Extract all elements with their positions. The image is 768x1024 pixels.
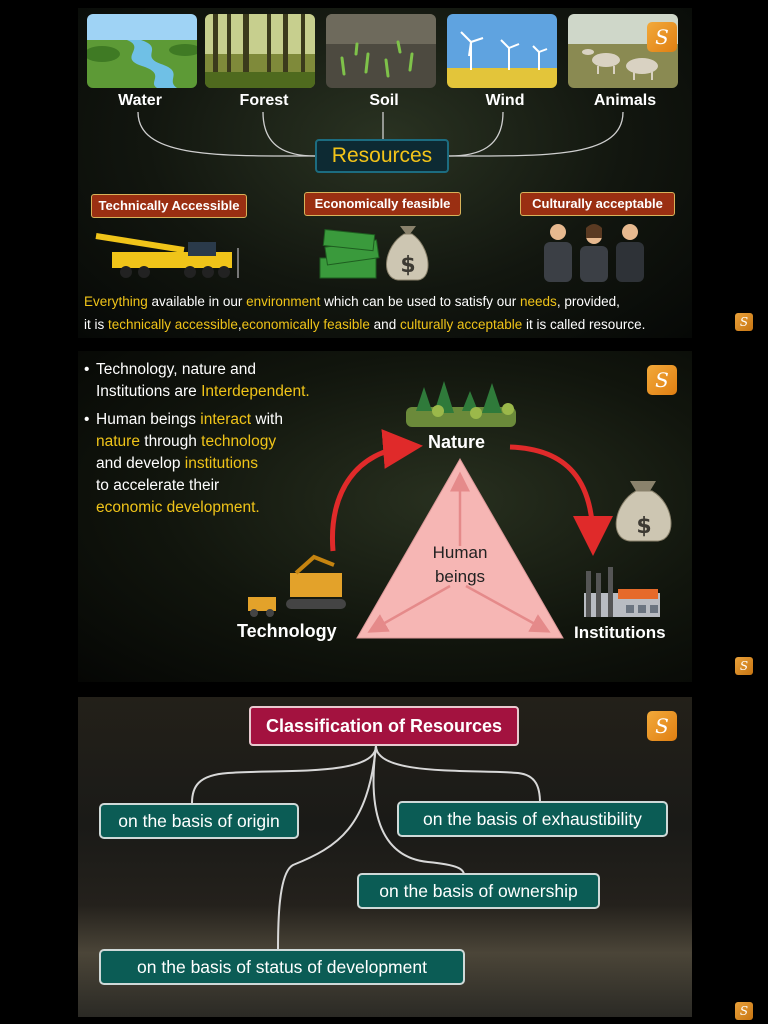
resource-label-soil: Soil <box>369 92 399 109</box>
criteria-culturally-acceptable: Culturally acceptable <box>520 192 675 216</box>
resource-definition: Everything available in our environment … <box>84 294 646 332</box>
people-icon <box>544 224 644 282</box>
basis-ownership: on the basis of ownership <box>357 873 600 909</box>
classification-connectors <box>191 745 541 952</box>
resources-box: Resources <box>315 139 449 173</box>
resource-label-wind: Wind <box>485 92 525 109</box>
resources-slide: S Water Forest Soil Wind Animals Resourc… <box>78 8 692 338</box>
money-bag-icon: $ <box>615 481 672 542</box>
arrow-technology-to-nature <box>329 429 423 552</box>
svg-text:$: $ <box>400 253 415 278</box>
trees-icon <box>406 381 516 427</box>
bullet-item: • Human beings interact with nature thro… <box>84 411 283 516</box>
logo-icon: S <box>735 1002 753 1020</box>
logo-icon: S <box>735 657 753 675</box>
logo-icon: S <box>735 313 753 331</box>
forest-photo <box>205 14 315 88</box>
cash-bag-icon: $ <box>319 226 429 281</box>
classification-slide: Classification of Resources S on the bas… <box>78 697 692 1017</box>
logo-icon: S <box>647 711 677 741</box>
classification-title: Classification of Resources <box>249 706 519 746</box>
criteria-economically-feasible: Economically feasible <box>304 192 461 216</box>
basis-status-of-development: on the basis of status of development <box>99 949 465 985</box>
logo-icon: S <box>647 22 677 52</box>
basis-exhaustibility: on the basis of exhaustibility <box>397 801 668 837</box>
arrow-nature-to-institutions <box>509 444 613 556</box>
logo-icon: S <box>647 365 677 395</box>
human-beings-triangle <box>356 457 564 639</box>
technology-label: Technology <box>237 621 337 641</box>
excavator-icon <box>248 554 346 617</box>
interdependence-diagram: $ <box>248 381 672 639</box>
basis-origin: on the basis of origin <box>99 803 299 839</box>
factory-icon <box>584 567 660 617</box>
resource-label-water: Water <box>118 92 162 109</box>
institutions-label: Institutions <box>574 623 666 642</box>
svg-text:$: $ <box>636 514 651 539</box>
wind-turbine-photo <box>447 14 557 88</box>
crane-icon <box>95 233 239 278</box>
water-photo <box>87 14 197 88</box>
resource-label-forest: Forest <box>239 92 289 109</box>
resource-connectors <box>137 111 624 157</box>
criteria-technically-accessible: Technically Accessible <box>91 194 247 218</box>
nature-label: Nature <box>428 432 486 452</box>
soil-photo <box>326 14 436 88</box>
resource-label-animals: Animals <box>593 92 657 109</box>
